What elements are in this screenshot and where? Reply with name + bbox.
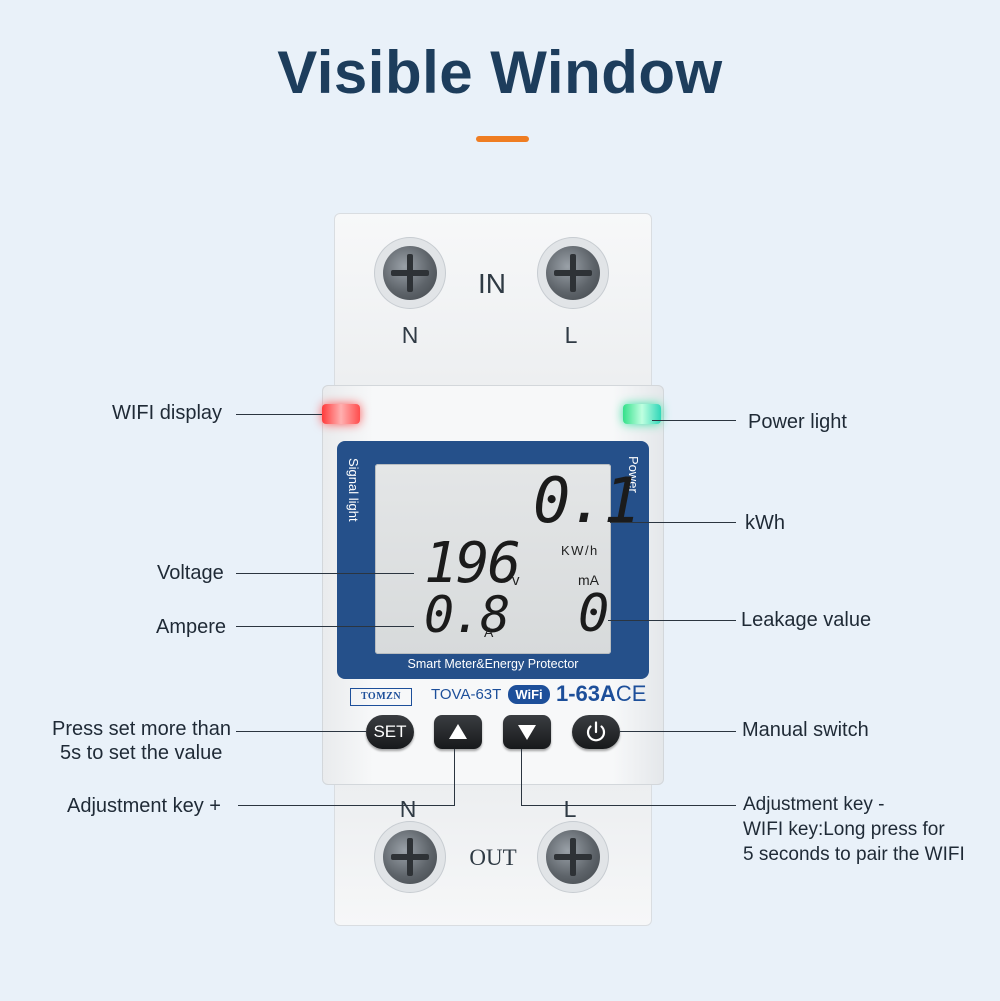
power-icon: [586, 721, 606, 742]
bottom-n-screw-icon: [383, 830, 437, 884]
set-leader: [236, 731, 366, 732]
voltage-leader: [236, 573, 414, 574]
adjust-plus-leader-v: [454, 749, 455, 806]
manual-switch-button[interactable]: [572, 715, 620, 749]
kwh-readout: 0.1: [533, 464, 641, 537]
adjust-plus-leader-h: [238, 805, 455, 806]
wifi-badge: WiFi: [508, 685, 550, 704]
wifi-display-callout: WIFI display: [112, 402, 223, 424]
ampere-readout: 0.8: [424, 586, 510, 644]
top-n-screw-icon: [383, 246, 437, 300]
leakage-unit: mA: [578, 572, 599, 588]
page-title: Visible Window: [277, 39, 723, 106]
title-underline: [476, 136, 529, 142]
top-l-screw-icon: [546, 246, 600, 300]
leakage-readout: 0: [578, 584, 609, 644]
ampere-callout: Ampere: [156, 616, 227, 638]
power-light-callout: Power light: [748, 411, 847, 433]
voltage-callout: Voltage: [157, 562, 224, 584]
adjust-minus-callout-line3: 5 seconds to pair the WIFI: [743, 844, 965, 865]
current-rating: 1-63ACE: [556, 681, 646, 707]
device-top-housing: [334, 213, 652, 398]
press-set-callout-line2: 5s to set the value: [60, 742, 223, 764]
lcd-screen: [375, 464, 611, 654]
kwh-leader: [610, 522, 736, 523]
voltage-unit: v: [512, 572, 520, 589]
press-set-callout-line1: Press set more than: [52, 718, 231, 740]
leakage-leader: [608, 620, 736, 621]
kwh-unit: KW/h: [561, 543, 599, 558]
out-label: OUT: [469, 845, 517, 870]
model-number: TOVA-63T: [431, 686, 502, 703]
in-label: IN: [478, 268, 506, 299]
brand-logo: TOMZN: [350, 688, 412, 706]
manual-switch-leader: [620, 731, 736, 732]
adjust-minus-callout-line2: WIFI key:Long press for: [743, 819, 945, 840]
top-n-label: N: [401, 322, 419, 348]
down-arrow-icon: [518, 725, 536, 740]
kwh-callout: kWh: [745, 512, 785, 534]
set-button[interactable]: SET: [366, 715, 414, 749]
signal-light-label: Signal light: [346, 458, 361, 522]
power-light-leader: [652, 420, 736, 421]
up-arrow-icon: [449, 724, 467, 739]
ampere-leader: [236, 626, 414, 627]
bottom-l-screw-icon: [546, 830, 600, 884]
adjust-minus-leader-h: [521, 805, 736, 806]
ce-mark: CE: [615, 681, 647, 706]
leakage-callout: Leakage value: [741, 609, 872, 631]
wifi-display-leader: [236, 414, 322, 415]
adjust-plus-callout: Adjustment key +: [67, 795, 221, 817]
bottom-n-label: N: [399, 796, 417, 822]
bottom-l-label: L: [563, 796, 577, 822]
adjust-down-button[interactable]: [503, 715, 551, 749]
manual-switch-callout: Manual switch: [742, 719, 869, 741]
power-led-indicator: [623, 404, 661, 424]
top-l-label: L: [564, 322, 578, 348]
power-vertical-label: Power: [626, 456, 641, 493]
adjust-minus-callout-line1: Adjustment key -: [743, 794, 885, 815]
panel-caption: Smart Meter&Energy Protector: [407, 657, 579, 671]
voltage-readout: 196: [424, 531, 521, 596]
adjust-minus-leader-v: [521, 749, 522, 806]
adjust-up-button[interactable]: [434, 715, 482, 749]
wifi-led-indicator: [322, 404, 360, 424]
ampere-unit: A: [484, 624, 494, 640]
rating-text: 1-63A: [556, 681, 616, 706]
